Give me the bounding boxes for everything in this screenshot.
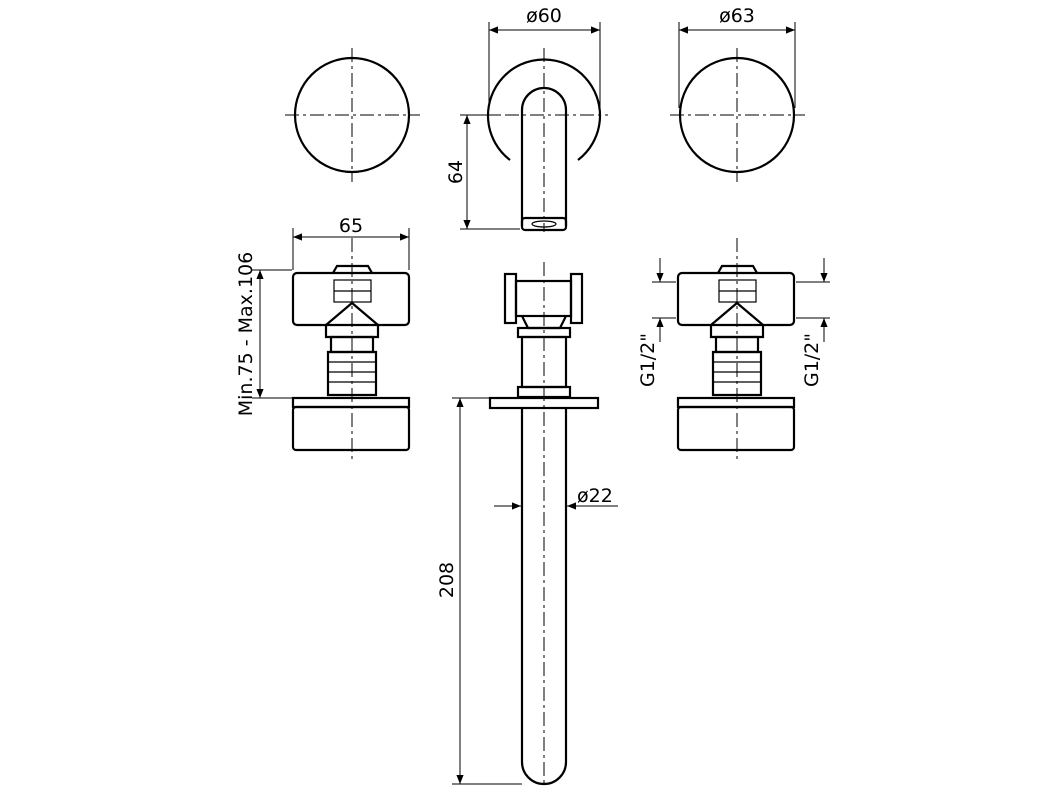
dimension-valve-width: 65 <box>339 215 363 237</box>
left-valve-side-view <box>252 228 411 462</box>
dimension-spout-height: 64 <box>445 160 467 184</box>
dimension-pipe-diameter: ø22 <box>577 485 613 507</box>
dimension-rosette-small-diameter: ø60 <box>526 5 562 27</box>
dimension-spout-length: 208 <box>436 562 458 598</box>
dimension-thread-left: G1/2" <box>637 333 659 387</box>
spout-rosette-top-view <box>460 22 608 232</box>
dimension-valve-depth-range: Min.75 - Max.106 <box>235 252 257 416</box>
right-valve-side-view <box>652 238 830 462</box>
dimension-thread-right: G1/2" <box>801 333 823 387</box>
left-rosette-front-view <box>285 48 420 182</box>
dimension-rosette-large-diameter: ø63 <box>719 5 755 27</box>
spout-side-view <box>452 262 618 786</box>
right-rosette-front-view <box>670 22 805 182</box>
